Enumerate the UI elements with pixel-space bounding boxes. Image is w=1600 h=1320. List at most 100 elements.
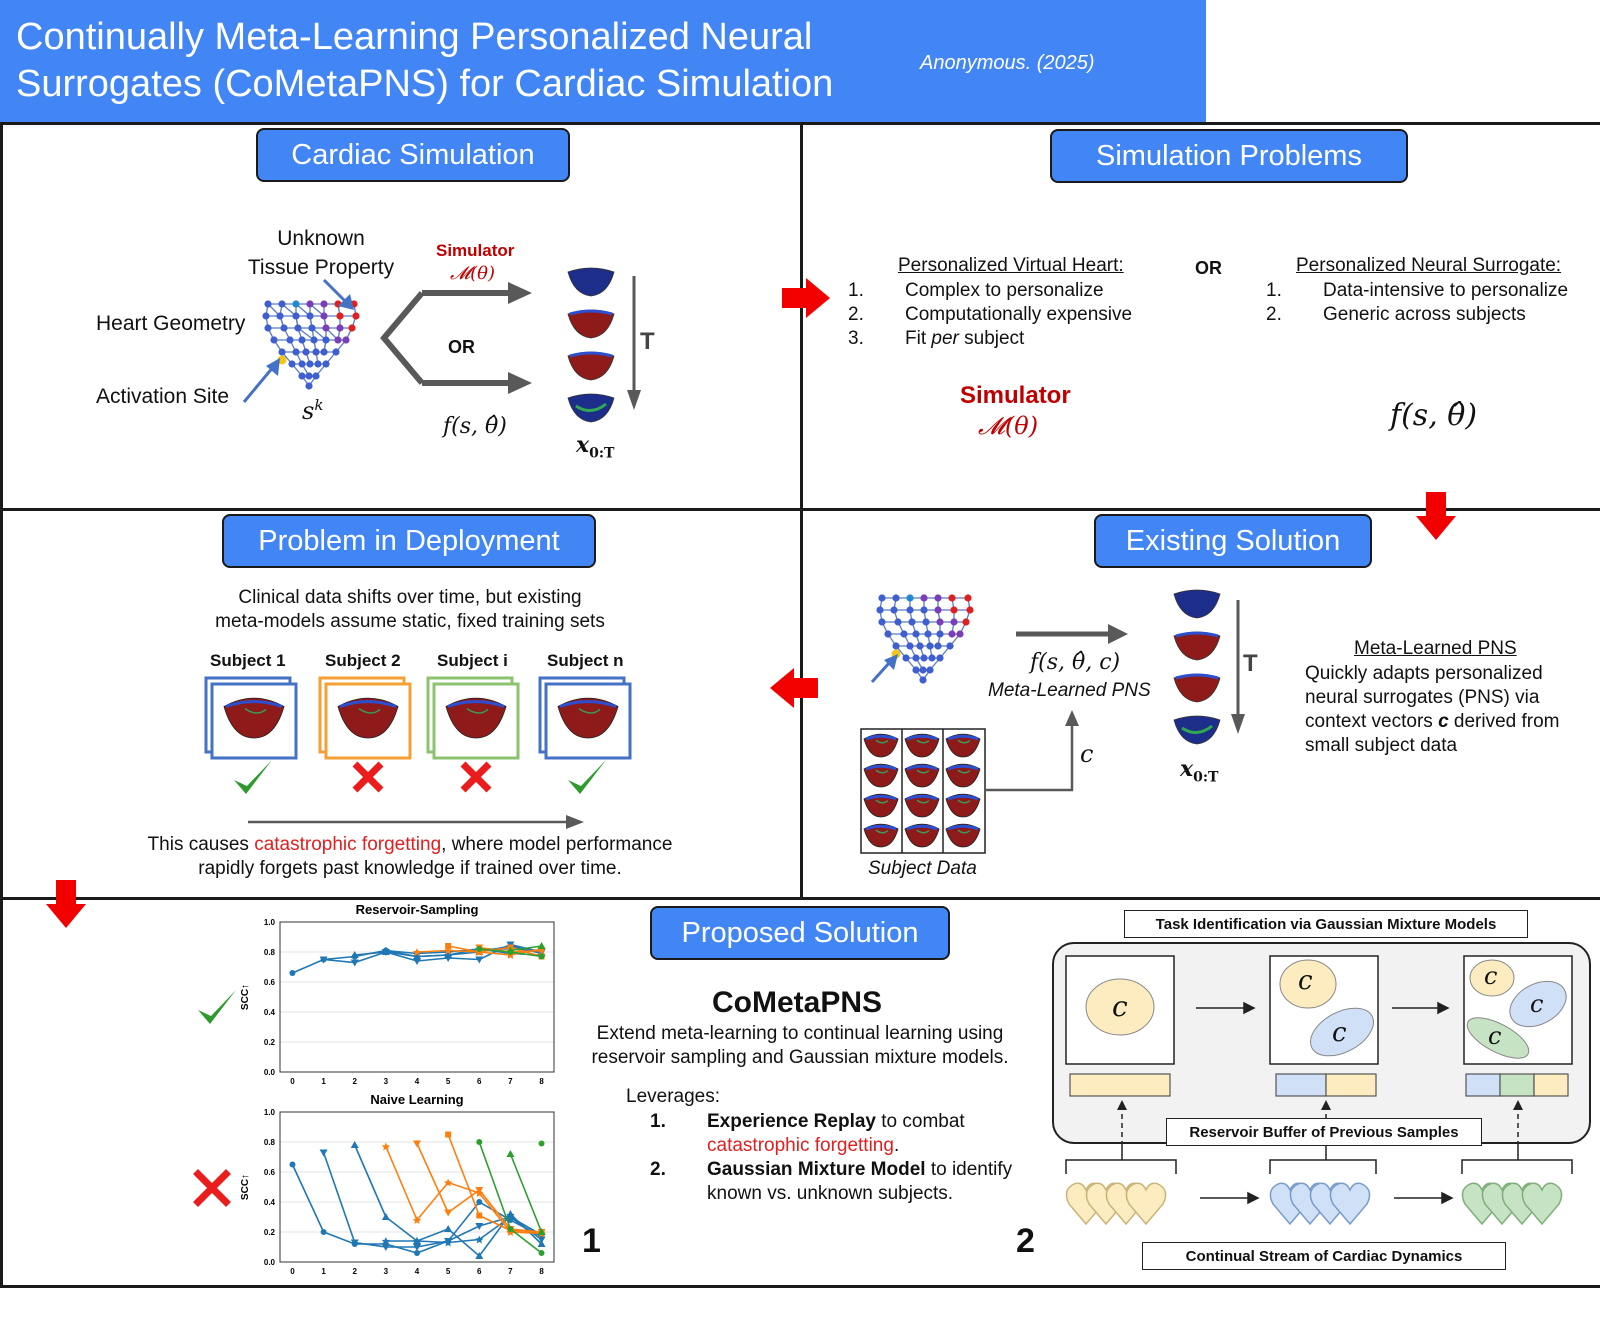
leverages-list: 1.Experience Replay to combat catastroph… — [650, 1111, 1013, 1204]
stream-label: Continual Stream of Cardiac Dynamics — [1142, 1242, 1506, 1270]
list-item: 2.Computationally expensive — [848, 304, 1133, 325]
heart-icon — [945, 823, 981, 848]
time-arrow — [627, 276, 641, 410]
subject-label: Subject n — [547, 651, 624, 670]
data-point — [538, 953, 545, 960]
y-tick-label: 0.8 — [264, 1138, 276, 1147]
list-item: 2.Gaussian Mixture Model to identify — [650, 1159, 1013, 1180]
panel-proposed-solution — [0, 897, 1600, 1288]
series-line — [385, 1216, 542, 1244]
activation-arrow — [870, 654, 898, 684]
data-point — [350, 1239, 359, 1247]
data-point — [476, 1212, 483, 1219]
data-point — [445, 943, 452, 949]
meta-pns-title: Meta-Learned PNS — [1354, 638, 1517, 659]
red-arrow-down-icon — [1416, 492, 1456, 540]
f-math: f(s, θ̂) — [1390, 398, 1478, 433]
list-item: 1.Experience Replay to combat — [650, 1111, 965, 1132]
heart-icon — [1521, 1182, 1563, 1226]
x-tick-label: 7 — [508, 1077, 513, 1086]
subject-label: Subject 2 — [325, 651, 401, 670]
leverages-label: Leverages: — [626, 1086, 721, 1107]
deployment-intro: Clinical data shifts over time, but exis… — [215, 587, 605, 632]
problem-deployment-pill: Problem in Deployment — [222, 514, 596, 568]
context-arrow — [986, 710, 1079, 792]
data-point — [414, 1250, 420, 1256]
chart-title: Naive Learning — [370, 1092, 463, 1107]
cross-icon — [460, 761, 492, 793]
y-tick-label: 0.0 — [264, 1068, 276, 1077]
heart-icon — [863, 763, 899, 788]
data-point — [444, 946, 453, 955]
data-point — [506, 1213, 515, 1221]
data-point — [475, 1252, 484, 1259]
existing-solution-pill: Existing Solution — [1094, 514, 1372, 568]
sk-label: sk — [302, 396, 324, 425]
x-tick-label: 6 — [477, 1267, 482, 1276]
data-point — [506, 1150, 515, 1157]
meta-learned-label: Meta-Learned PNS — [988, 680, 1151, 701]
data-point — [381, 1142, 390, 1151]
data-point — [475, 1187, 484, 1194]
y-tick-label: 1.0 — [264, 918, 276, 927]
red-arrow-down-icon — [46, 880, 86, 928]
data-point — [381, 946, 390, 955]
heart-icon — [1329, 1182, 1371, 1226]
heart-icon — [863, 793, 899, 818]
heart-geometry-label: Heart Geometry — [96, 312, 246, 335]
y-tick-label: 0.6 — [264, 978, 276, 987]
subject-label: Subject i — [437, 651, 508, 670]
data-point — [445, 1131, 452, 1138]
data-point — [289, 970, 296, 976]
gmm-c-label: c — [1484, 962, 1498, 990]
data-point — [413, 1244, 421, 1251]
x-tick-label: 4 — [415, 1077, 420, 1086]
data-point — [538, 1250, 545, 1256]
cross-icon — [352, 761, 384, 793]
check-icon — [568, 760, 606, 794]
gmm-panels — [1065, 955, 1573, 1146]
y-tick-label: 0.8 — [264, 948, 276, 957]
series-line — [509, 1153, 543, 1233]
heart-icon — [223, 697, 285, 739]
heart-icon — [945, 733, 981, 758]
heart-icon — [557, 697, 619, 739]
cometapns-title: CoMetaPNS — [712, 986, 883, 1019]
y-axis-label: SCC↑ — [240, 1174, 251, 1200]
data-point — [319, 1149, 328, 1157]
author-label: Anonymous. (2025) — [920, 52, 1095, 74]
x-tick-label: 2 — [353, 1267, 358, 1276]
gmm-c-label: c — [1530, 990, 1544, 1018]
page-title: Continually Meta-Learning Personalized N… — [16, 16, 834, 105]
series-line — [510, 945, 542, 952]
data-point — [475, 956, 484, 964]
data-point — [413, 1216, 421, 1224]
y-tick-label: 0.2 — [264, 1038, 276, 1047]
x-tick-label: 8 — [539, 1077, 544, 1086]
heart-icon — [337, 697, 399, 739]
fork-arrows — [380, 282, 532, 394]
pns-title: Personalized Neural Surrogate: — [1296, 255, 1562, 276]
gmm-title: Task Identification via Gaussian Mixture… — [1124, 910, 1528, 938]
data-point — [444, 951, 453, 959]
y-tick-label: 0.4 — [264, 1008, 276, 1017]
x-tick-label: 1 — [321, 1077, 326, 1086]
data-point — [537, 942, 546, 949]
pns-list: 1.Data-intensive to personalize 2.Generi… — [1266, 279, 1568, 327]
gmm-c-label: c — [1488, 1022, 1502, 1050]
series-line — [322, 1152, 543, 1248]
reservoir-label: Reservoir Buffer of Previous Samples — [1166, 1118, 1482, 1146]
x-tick-label: 2 — [353, 1077, 358, 1086]
x-label: x0:T — [1180, 756, 1219, 786]
heart-mesh — [876, 594, 974, 684]
x-tick-label: 6 — [477, 1077, 482, 1086]
data-point — [350, 1141, 359, 1148]
heart-stream — [1065, 1182, 1563, 1226]
check-icon — [234, 760, 272, 794]
x-tick-label: 5 — [446, 1267, 451, 1276]
heart-icon — [945, 793, 981, 818]
data-point — [475, 1223, 484, 1230]
data-point — [320, 1229, 327, 1235]
